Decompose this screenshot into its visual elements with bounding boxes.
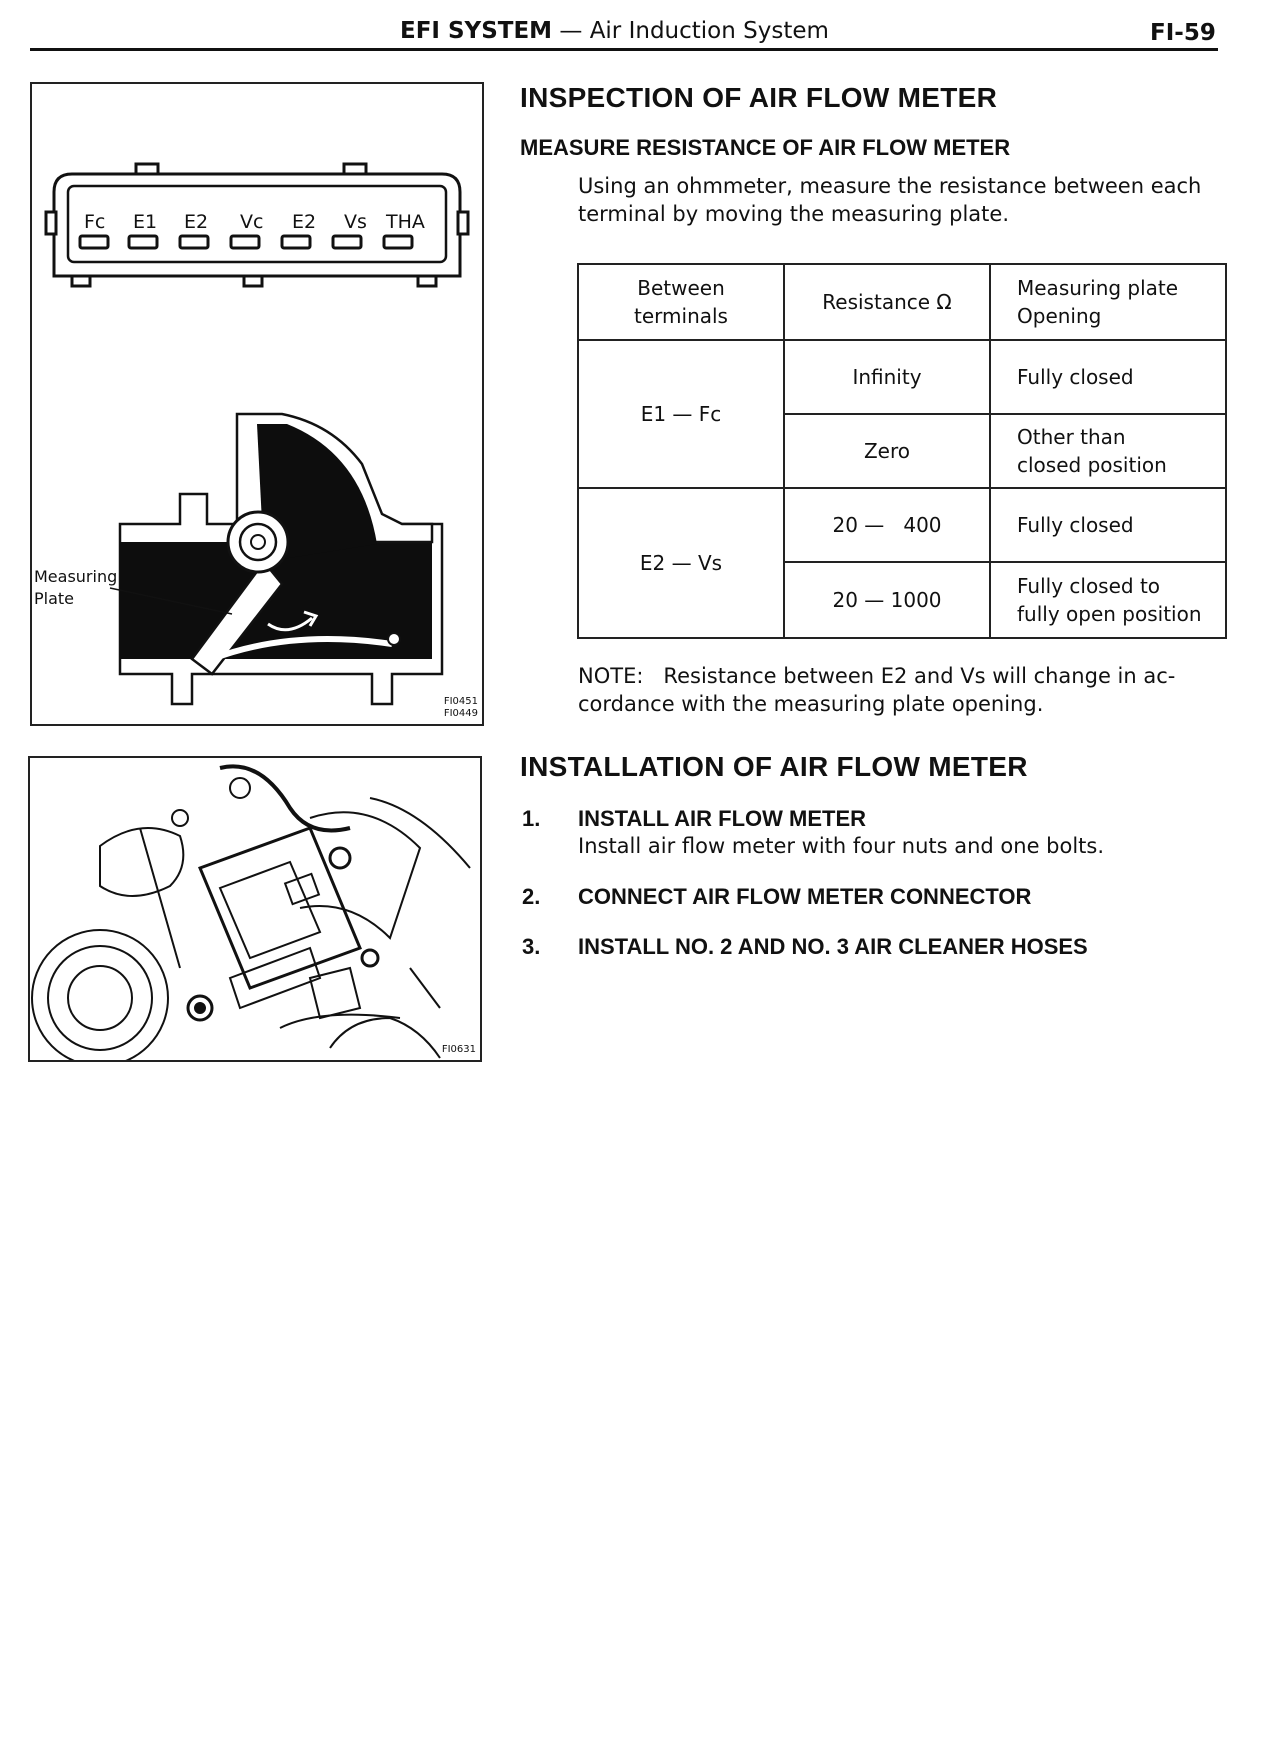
figure-code: FI0451 FI0449 [444, 696, 478, 720]
terminal-label-fc: Fc [84, 211, 105, 233]
installation-figure: FI0631 [28, 756, 482, 1067]
measuring-plate-diagram [109, 412, 444, 706]
page-number: FI-59 [1150, 20, 1216, 46]
header-section: EFI SYSTEM [400, 18, 553, 44]
step-1-title: INSTALL AIR FLOW METER [578, 806, 867, 831]
figure-code-line1: FI0451 [443, 696, 478, 707]
step-2-number: 2. [522, 884, 541, 909]
terminals-e2-vs: E2 — Vs [577, 487, 785, 639]
terminals-e1-fc: E1 — Fc [577, 339, 785, 489]
header-subsection: Air Induction System [589, 18, 829, 44]
step-1-body: Install air flow meter with four nuts an… [578, 834, 1105, 858]
inspection-heading: INSPECTION OF AIR FLOW METER [520, 82, 998, 113]
figure-code-line2: FI0449 [443, 708, 478, 719]
header-dash: — [559, 18, 583, 44]
callout-measuring: Measuring [34, 567, 117, 586]
note-line2: cordance with the measuring plate openin… [578, 692, 1044, 716]
terminal-label-vc: Vc [240, 211, 263, 233]
table-row: E2 — Vs 20 — 400 Fully closed [577, 487, 1227, 639]
terminal-label-e1: E1 [133, 211, 157, 233]
step-1-number: 1. [522, 806, 541, 831]
opening-fully-closed-2: Fully closed [989, 487, 1227, 563]
inspection-subheading: MEASURE RESISTANCE OF AIR FLOW METER [520, 135, 1011, 160]
engine-bay-drawing [31, 764, 471, 1067]
resistance-20-1000: 20 — 1000 [783, 561, 991, 639]
step-3-number: 3. [522, 934, 541, 959]
opening-fully-closed: Fully closed [989, 339, 1227, 415]
terminal-labels: Fc E1 E2 Vc E2 Vs THA [84, 211, 425, 233]
header-resistance: Resistance Ω [783, 263, 991, 341]
connector-and-plate-drawing: Fc E1 E2 Vc E2 Vs THA Measuring Pla [34, 162, 470, 706]
step-2-title: CONNECT AIR FLOW METER CONNECTOR [578, 884, 1032, 909]
step-3-title: INSTALL NO. 2 AND NO. 3 AIR CLEANER HOSE… [578, 934, 1088, 959]
callout-plate: Plate [34, 589, 74, 608]
terminal-label-e2b: E2 [292, 211, 316, 233]
resistance-20-400: 20 — 400 [783, 487, 991, 563]
inspection-paragraph-line2: terminal by moving the measuring plate. [578, 202, 1009, 226]
inspection-paragraph-line1: Using an ohmmeter, measure the resistanc… [578, 174, 1202, 198]
connector-diagram [44, 162, 470, 288]
table-row: E1 — Fc Infinity Fully closed [577, 339, 1227, 489]
resistance-zero: Zero [783, 413, 991, 489]
resistance-infinity: Infinity [783, 339, 991, 415]
terminal-label-tha: THA [385, 211, 425, 233]
terminal-label-vs: Vs [344, 211, 367, 233]
header-rule [30, 48, 1218, 51]
running-header: EFI SYSTEM — Air Induction System [400, 18, 829, 44]
figure2-code: FI0631 [441, 1044, 476, 1055]
air-flow-meter-figure: Fc E1 E2 Vc E2 Vs THA Measuring Pla [30, 82, 484, 726]
installation-heading: INSTALLATION OF AIR FLOW METER [520, 751, 1028, 782]
connector-pins [78, 234, 414, 250]
note-line1: NOTE: Resistance between E2 and Vs will … [578, 664, 1176, 688]
terminal-label-e2: E2 [184, 211, 208, 233]
